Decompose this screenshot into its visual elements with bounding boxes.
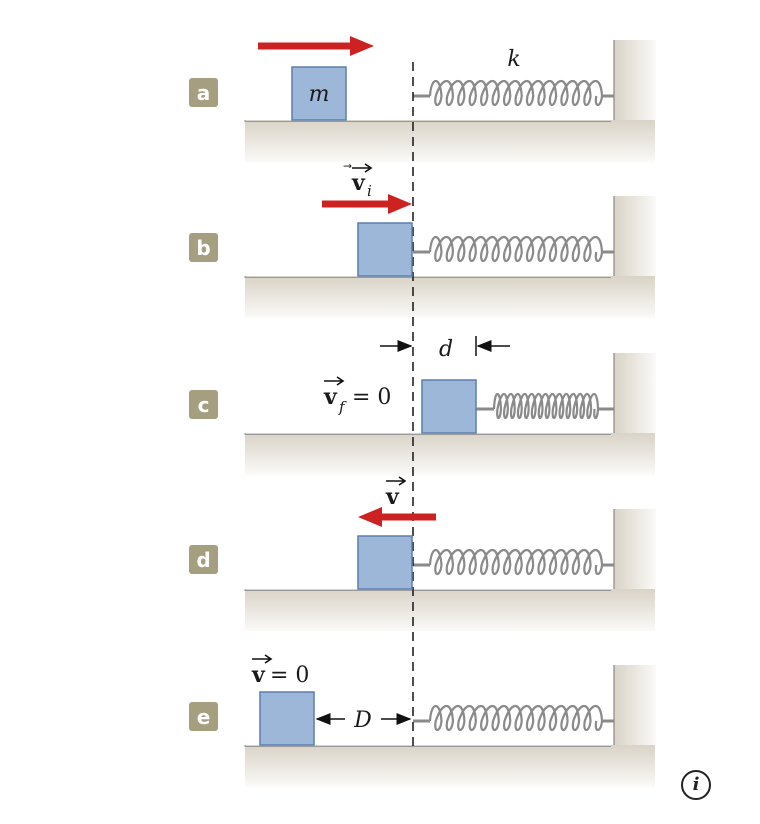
badge-letter-b: b	[196, 236, 210, 260]
panel-a: a	[189, 40, 656, 162]
floor-edge	[244, 745, 611, 747]
floor-edge	[244, 433, 611, 435]
wall	[614, 40, 656, 120]
badge-box	[189, 78, 218, 107]
spring	[428, 704, 604, 732]
panel-b: b	[189, 196, 656, 318]
badge-letter-d: d	[196, 548, 210, 572]
panel-a-content: m k	[258, 36, 521, 121]
v-zero-vector-hat	[252, 654, 273, 664]
spring	[428, 235, 604, 263]
v-zero-symbol: v	[251, 662, 266, 688]
vi-subscript: i	[367, 182, 372, 200]
velocity-arrowhead-a	[350, 36, 374, 56]
distance-label: D	[353, 708, 372, 733]
panel-e: e	[189, 665, 656, 787]
v-zero-value: = 0	[270, 663, 309, 688]
panel-d-content: v	[357, 476, 436, 590]
vf-value: = 0	[352, 385, 391, 410]
badge-box	[189, 390, 218, 419]
vi-vector-hat	[352, 163, 373, 173]
floor	[245, 589, 655, 631]
info-icon[interactable]: i	[681, 770, 711, 800]
vf-symbol: v	[323, 384, 338, 410]
velocity-arrowhead-b	[388, 194, 412, 214]
badge-box	[189, 702, 218, 731]
badge-letter-a: a	[197, 81, 211, 105]
block-b	[357, 222, 413, 277]
vf-vector-hat	[324, 376, 345, 386]
block-d	[357, 535, 413, 590]
mass-label: m	[309, 82, 330, 107]
wall	[614, 353, 656, 433]
panel-c-content: d v f = 0	[323, 336, 510, 434]
panel-b-content: ⃗ v i	[322, 163, 413, 277]
panel-d: d	[189, 509, 656, 631]
floor	[245, 433, 655, 475]
floor	[245, 276, 655, 318]
floor	[245, 120, 655, 162]
compression-label: d	[439, 337, 453, 362]
floor	[245, 745, 655, 787]
badge-letter-c: c	[198, 393, 210, 417]
panel-c: c	[189, 353, 656, 475]
v-symbol: v	[385, 484, 400, 510]
vi-vector-arrow: ⃗	[343, 164, 352, 169]
floor-edge	[244, 589, 611, 591]
block-e	[259, 691, 315, 746]
wall	[614, 665, 656, 745]
vi-symbol: v	[351, 170, 366, 196]
badge-box	[189, 545, 218, 574]
floor-edge	[244, 276, 611, 278]
spring	[428, 79, 604, 107]
badge-letter-e: e	[197, 705, 211, 729]
spring	[428, 548, 604, 576]
block-c	[421, 379, 477, 434]
v-vector-hat	[386, 476, 407, 486]
vf-subscript: f	[338, 398, 347, 416]
wall	[614, 509, 656, 589]
block-m	[291, 66, 347, 121]
velocity-arrowhead-d	[358, 507, 382, 527]
wall	[614, 196, 656, 276]
spring-constant-label: k	[507, 47, 520, 72]
floor-edge	[244, 120, 611, 122]
panel-e-content: v = 0 D	[251, 654, 412, 746]
spring	[492, 392, 600, 420]
badge-box	[189, 233, 218, 262]
